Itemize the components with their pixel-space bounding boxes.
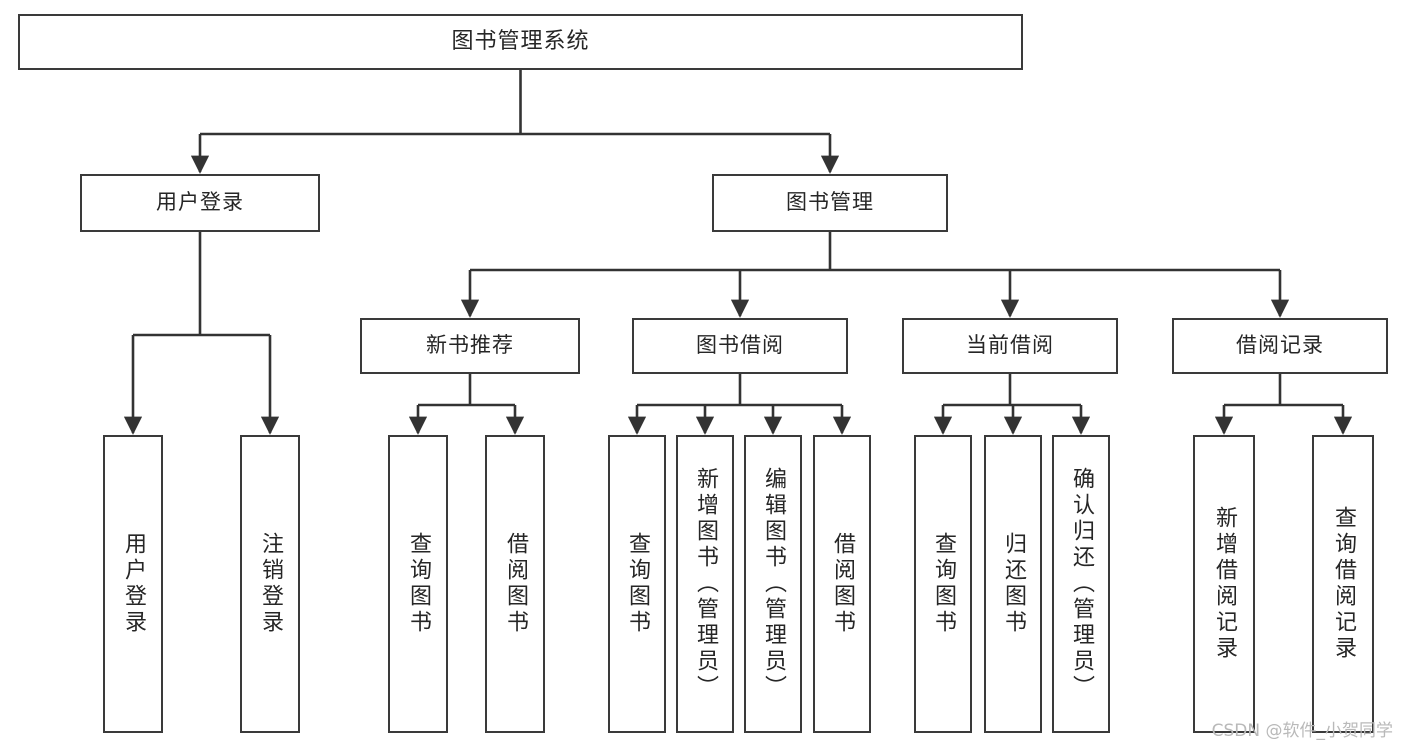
node-label: 借阅图书 [503,532,528,636]
node-label: 编辑图书（管理员） [761,467,786,701]
node-borrow-book-2[interactable]: 借阅图书 [813,435,871,733]
node-return-book[interactable]: 归还图书 [984,435,1042,733]
node-label: 图书管理系统 [451,28,590,54]
node-borrow-book-1[interactable]: 借阅图书 [485,435,545,733]
node-label: 新增图书（管理员） [693,467,718,701]
node-label: 用户登录 [121,532,146,636]
node-label: 图书借阅 [696,333,784,358]
node-label: 查询图书 [931,532,956,636]
node-book-manage[interactable]: 图书管理 [712,174,948,232]
node-current-borrow[interactable]: 当前借阅 [902,318,1118,374]
node-add-book[interactable]: 新增图书（管理员） [676,435,734,733]
node-label: 新增借阅记录 [1212,506,1237,662]
node-user-login-do[interactable]: 用户登录 [103,435,163,733]
node-confirm-return[interactable]: 确认归还（管理员） [1052,435,1110,733]
node-root-root[interactable]: 图书管理系统 [18,14,1023,70]
node-book-borrow[interactable]: 图书借阅 [632,318,848,374]
node-query-book-3[interactable]: 查询图书 [914,435,972,733]
node-label: 图书管理 [786,190,874,215]
node-label: 查询图书 [625,532,650,636]
node-query-book-2[interactable]: 查询图书 [608,435,666,733]
node-label: 当前借阅 [966,333,1054,358]
node-label: 新书推荐 [426,333,514,358]
node-label: 借阅记录 [1236,333,1324,358]
node-borrow-record[interactable]: 借阅记录 [1172,318,1388,374]
node-add-borrow-record[interactable]: 新增借阅记录 [1193,435,1255,733]
node-label: 查询图书 [406,532,431,636]
node-edit-book[interactable]: 编辑图书（管理员） [744,435,802,733]
node-user-logout[interactable]: 注销登录 [240,435,300,733]
node-label: 用户登录 [156,190,244,215]
node-query-borrow-record[interactable]: 查询借阅记录 [1312,435,1374,733]
csdn-watermark: CSDN @软件_小贺同学 [1211,721,1393,741]
node-user-login[interactable]: 用户登录 [80,174,320,232]
node-new-book-recommend[interactable]: 新书推荐 [360,318,580,374]
node-label: 借阅图书 [830,532,855,636]
node-label: 归还图书 [1001,532,1026,636]
node-query-book-1[interactable]: 查询图书 [388,435,448,733]
node-label: 查询借阅记录 [1331,506,1356,662]
node-label: 确认归还（管理员） [1069,467,1094,701]
node-label: 注销登录 [258,532,283,636]
